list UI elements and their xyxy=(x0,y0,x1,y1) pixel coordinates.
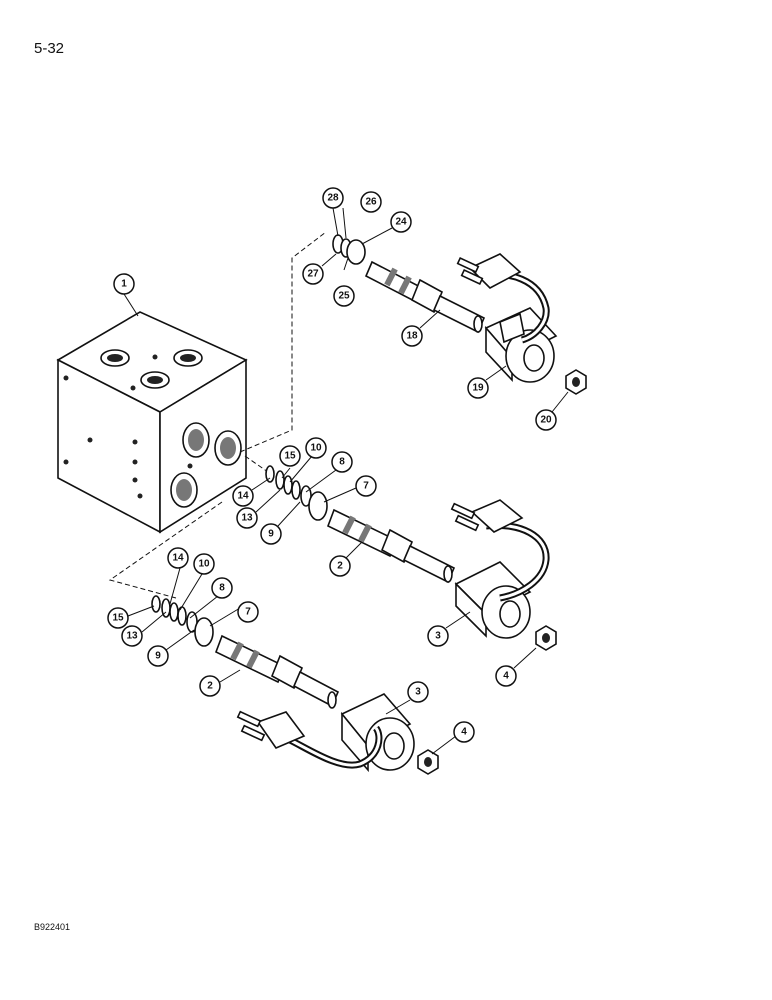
callout: 10 xyxy=(193,553,215,575)
callout-label: 13 xyxy=(241,513,253,524)
alignment-lines xyxy=(108,231,327,599)
callout-label: 1 xyxy=(121,279,127,290)
leader-lines xyxy=(123,207,569,755)
callout-label: 7 xyxy=(363,481,369,492)
callout: 19 xyxy=(467,377,489,399)
callout-label: 3 xyxy=(435,631,441,642)
callout: 3 xyxy=(427,625,449,647)
callout: 25 xyxy=(333,285,355,307)
callout: 14 xyxy=(232,485,254,507)
callout: 9 xyxy=(260,523,282,545)
callout: 15 xyxy=(107,607,129,629)
callout-label: 3 xyxy=(415,687,421,698)
callout: 7 xyxy=(355,475,377,497)
callout-label: 27 xyxy=(307,269,319,280)
callout: 4 xyxy=(495,665,517,687)
callout-label: 13 xyxy=(126,631,138,642)
callout-label: 19 xyxy=(472,383,484,394)
callout-label: 15 xyxy=(284,451,296,462)
callout: 27 xyxy=(302,263,324,285)
callout-label: 24 xyxy=(395,217,407,228)
callout: 26 xyxy=(360,191,382,213)
callout: 14 xyxy=(167,547,189,569)
callout: 8 xyxy=(331,451,353,473)
callout-label: 14 xyxy=(172,553,184,564)
callout: 10 xyxy=(305,437,327,459)
callout-label: 14 xyxy=(237,491,249,502)
callout: 18 xyxy=(401,325,423,347)
callout-label: 18 xyxy=(406,331,418,342)
callout-label: 8 xyxy=(219,583,225,594)
callout-label: 4 xyxy=(461,727,467,738)
upper-valve-assembly xyxy=(332,234,587,395)
callouts: 1 28 26 24 27 25 18 19 20 15 10 8 7 14 1… xyxy=(107,187,557,743)
callout-label: 9 xyxy=(268,529,274,540)
callout: 20 xyxy=(535,409,557,431)
callout: 7 xyxy=(237,601,259,623)
callout-label: 4 xyxy=(503,671,509,682)
callout-label: 2 xyxy=(207,681,213,692)
callout: 13 xyxy=(121,625,143,647)
callout: 9 xyxy=(147,645,169,667)
callout-label: 26 xyxy=(365,197,377,208)
callout: 8 xyxy=(211,577,233,599)
callout-label: 2 xyxy=(337,561,343,572)
callout: 13 xyxy=(236,507,258,529)
callout-label: 8 xyxy=(339,457,345,468)
callout: 2 xyxy=(329,555,351,577)
lower-valve-assembly xyxy=(151,595,439,775)
callout: 24 xyxy=(390,211,412,233)
callout: 28 xyxy=(322,187,344,209)
callout: 3 xyxy=(407,681,429,703)
callout: 15 xyxy=(279,445,301,467)
callout: 1 xyxy=(113,273,135,295)
callout-label: 7 xyxy=(245,607,251,618)
figure-code: B922401 xyxy=(34,922,71,932)
callout: 2 xyxy=(199,675,221,697)
callout-label: 10 xyxy=(310,443,322,454)
callout: 4 xyxy=(453,721,475,743)
page-number: 5-32 xyxy=(34,40,65,57)
callout-label: 25 xyxy=(338,291,350,302)
callout-label: 28 xyxy=(327,193,339,204)
callout-label: 20 xyxy=(540,415,552,426)
middle-valve-assembly xyxy=(265,465,557,651)
callout-label: 9 xyxy=(155,651,161,662)
callout-label: 10 xyxy=(198,559,210,570)
valve-block xyxy=(56,311,248,534)
callout-label: 15 xyxy=(112,613,124,624)
